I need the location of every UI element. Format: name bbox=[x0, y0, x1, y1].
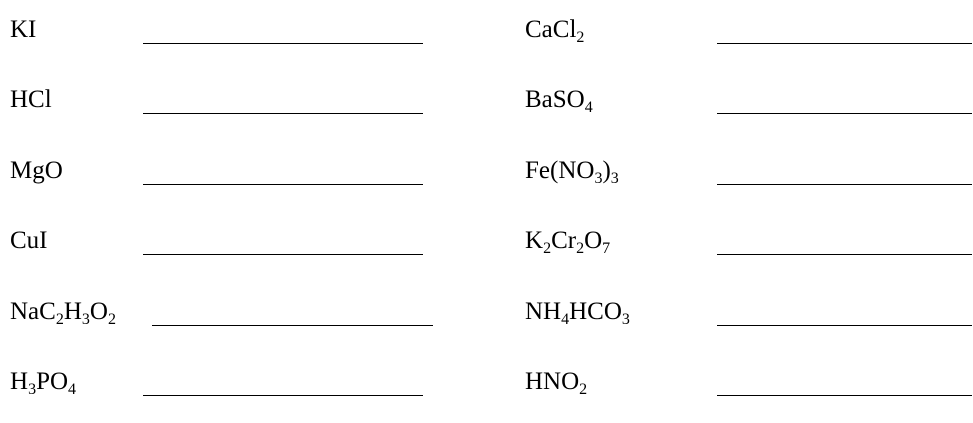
formula-subscript: 3 bbox=[610, 170, 619, 187]
formula-text: KI bbox=[10, 16, 37, 43]
formula-left: H3PO4 bbox=[10, 367, 77, 398]
answer-blank-right[interactable] bbox=[717, 254, 972, 255]
formula-text: H bbox=[63, 298, 82, 325]
formula-right: HNO2 bbox=[525, 367, 588, 398]
formula-subscript: 2 bbox=[55, 311, 64, 328]
formula-text: HCl bbox=[10, 86, 52, 113]
formula-subscript: 3 bbox=[28, 381, 37, 398]
answer-blank-right[interactable] bbox=[717, 184, 972, 185]
formula-subscript: 2 bbox=[579, 381, 588, 398]
formula-subscript: 3 bbox=[621, 311, 630, 328]
formula-text: MgO bbox=[10, 157, 63, 184]
answer-blank-right[interactable] bbox=[717, 113, 972, 114]
answer-blank-left[interactable] bbox=[143, 113, 423, 114]
formula-text: O bbox=[584, 227, 603, 254]
formula-subscript: 4 bbox=[584, 99, 593, 116]
formula-subscript: 2 bbox=[107, 311, 116, 328]
formula-left: CuI bbox=[10, 226, 48, 256]
worksheet-row: HCl BaSO4 bbox=[0, 85, 973, 141]
formula-subscript: 3 bbox=[81, 311, 90, 328]
formula-text: CuI bbox=[10, 227, 48, 254]
formula-text: Cr bbox=[551, 227, 577, 254]
formula-subscript: 2 bbox=[576, 29, 585, 46]
formula-text: H bbox=[10, 368, 29, 395]
formula-right: Fe(NO3)3 bbox=[525, 156, 619, 187]
formula-subscript: 2 bbox=[543, 240, 552, 257]
formula-left: NaC2H3O2 bbox=[10, 297, 116, 328]
worksheet-row: H3PO4 HNO2 bbox=[0, 367, 973, 423]
formula-text: K bbox=[525, 227, 544, 254]
answer-blank-right[interactable] bbox=[717, 43, 972, 44]
answer-blank-left[interactable] bbox=[152, 325, 433, 326]
formula-subscript: 4 bbox=[561, 311, 570, 328]
formula-left: MgO bbox=[10, 156, 63, 186]
formula-left: KI bbox=[10, 15, 36, 45]
worksheet-row: NaC2H3O2 NH4HCO3 bbox=[0, 297, 973, 353]
formula-right: K2Cr2O7 bbox=[525, 226, 611, 257]
worksheet-row: KI CaCl2 bbox=[0, 15, 973, 71]
answer-blank-right[interactable] bbox=[717, 395, 972, 396]
formula-text: PO bbox=[36, 368, 69, 395]
formula-text: ) bbox=[602, 157, 611, 184]
formula-text: HNO bbox=[525, 368, 580, 395]
formula-right: NH4HCO3 bbox=[525, 297, 630, 328]
worksheet-row: MgO Fe(NO3)3 bbox=[0, 156, 973, 212]
formula-subscript: 3 bbox=[594, 170, 603, 187]
worksheet-row: CuI K2Cr2O7 bbox=[0, 226, 973, 282]
formula-right: CaCl2 bbox=[525, 15, 585, 46]
formula-right: BaSO4 bbox=[525, 85, 593, 116]
answer-blank-left[interactable] bbox=[143, 254, 423, 255]
answer-blank-left[interactable] bbox=[143, 43, 423, 44]
formula-left: HCl bbox=[10, 85, 52, 115]
answer-blank-right[interactable] bbox=[717, 325, 972, 326]
formula-text: O bbox=[89, 298, 108, 325]
formula-subscript: 7 bbox=[602, 240, 611, 257]
formula-text: CaCl bbox=[525, 16, 577, 43]
formula-text: NaC bbox=[10, 298, 56, 325]
formula-text: BaSO bbox=[525, 86, 585, 113]
answer-blank-left[interactable] bbox=[143, 184, 423, 185]
formula-text: Fe(NO bbox=[525, 157, 595, 184]
formula-subscript: 2 bbox=[576, 240, 585, 257]
formula-text: HCO bbox=[569, 298, 622, 325]
formula-subscript: 4 bbox=[68, 381, 77, 398]
answer-blank-left[interactable] bbox=[143, 395, 423, 396]
formula-text: NH bbox=[525, 298, 562, 325]
